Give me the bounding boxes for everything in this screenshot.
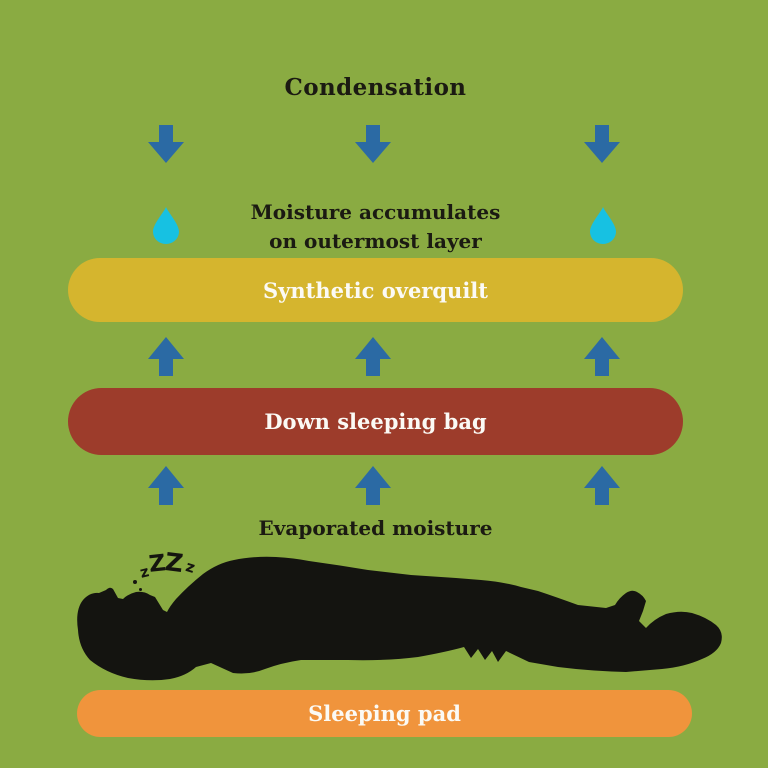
moisture-note-line2: on outermost layer [269, 229, 482, 253]
up-arrow-icon [584, 466, 620, 505]
down-arrow-icon [148, 125, 184, 163]
diagram-title: Condensation [284, 74, 467, 101]
moisture-note-line1: Moisture accumulates [250, 200, 501, 224]
up-arrow-icon [355, 337, 391, 376]
sleep-dot [139, 588, 142, 591]
down-arrow-icon [584, 125, 620, 163]
up-arrow-icon [148, 337, 184, 376]
sleep-dot [133, 580, 137, 584]
layer-sleeping-pad: Sleeping pad [77, 690, 692, 737]
up-arrow-icon [355, 466, 391, 505]
moisture-note: Moisture accumulates on outermost layer [0, 198, 751, 256]
down-arrow-icon [355, 125, 391, 163]
sleeping-person-silhouette [77, 556, 722, 681]
layer-label: Synthetic overquilt [263, 277, 488, 303]
layer-synthetic-overquilt: Synthetic overquilt [68, 258, 683, 322]
water-droplet-icon [590, 207, 616, 244]
layer-label: Sleeping pad [308, 701, 461, 726]
layer-label: Down sleeping bag [264, 409, 487, 434]
evaporated-moisture-label: Evaporated moisture [258, 516, 493, 540]
layer-down-sleeping-bag: Down sleeping bag [68, 388, 683, 455]
up-arrow-icon [148, 466, 184, 505]
up-arrow-icon [584, 337, 620, 376]
water-droplet-icon [153, 207, 179, 244]
